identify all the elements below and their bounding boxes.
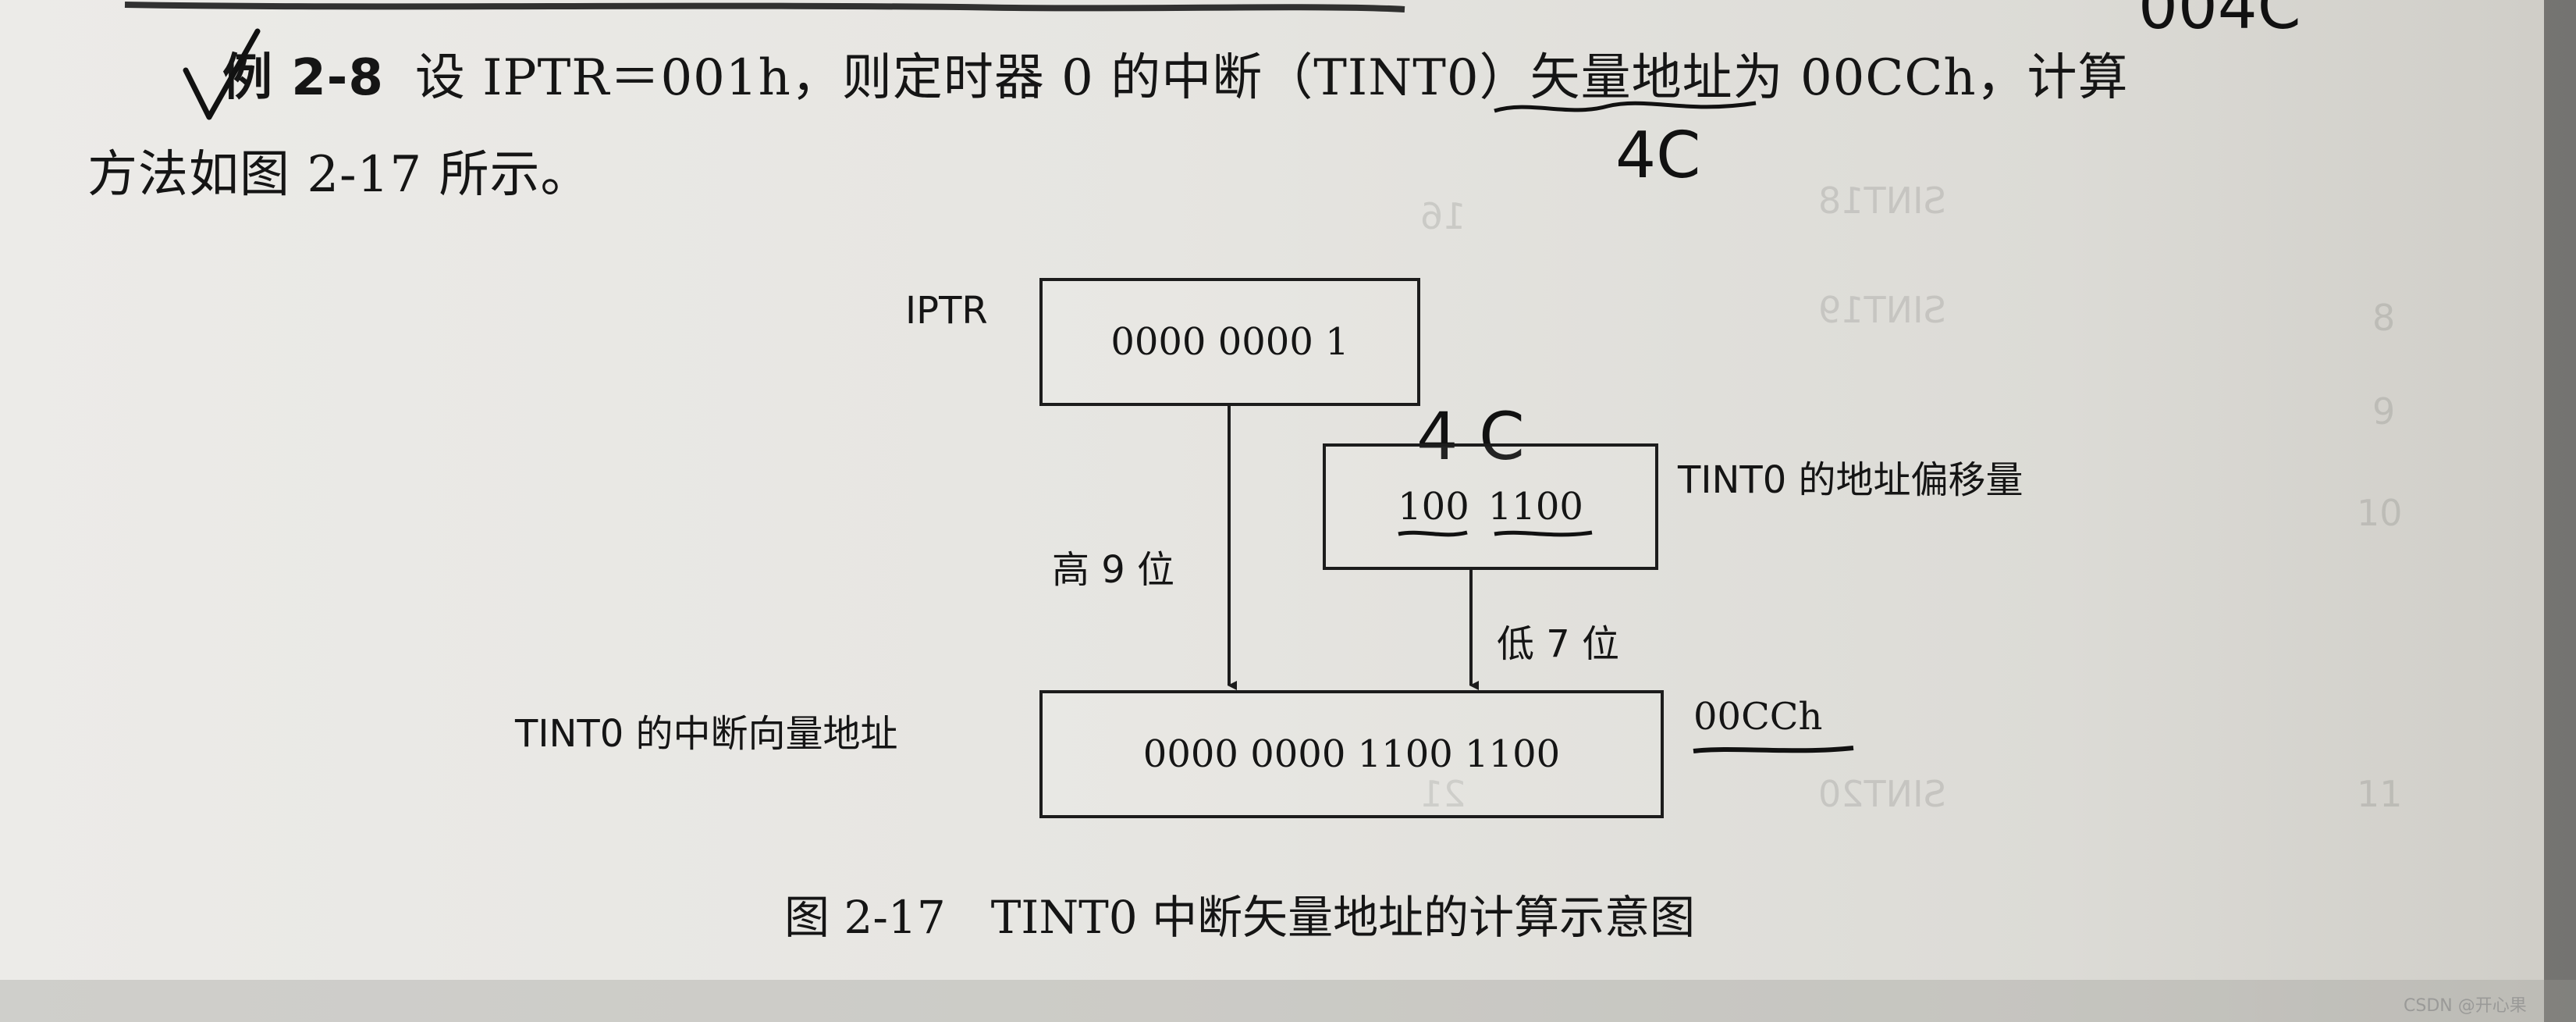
check-mark-icon <box>183 28 261 120</box>
iptr-box: 0000 0000 1 <box>1039 278 1420 406</box>
bleed-through-text: 8 <box>2372 297 2396 339</box>
watermark: CSDN @开心果 <box>2404 996 2527 1016</box>
high-bits-label: 高 9 位 <box>1052 548 1175 592</box>
handwritten-note-offset: 4 C <box>1416 398 1525 475</box>
vector-hex: 00CCh <box>1693 695 1823 739</box>
paragraph-text: 设 IPTR＝001h，则定时器 0 的中断（TINT0）矢量地址为 00CCh… <box>414 49 2129 107</box>
figure-caption: 图 2-17 TINT0 中断矢量地址的计算示意图 <box>784 891 1696 944</box>
tint0-underline <box>1494 101 1757 113</box>
paragraph-line-1: 例 2-8 设 IPTR＝001h，则定时器 0 的中断（TINT0）矢量地址为 … <box>222 37 2129 109</box>
bleed-through-text: 11 <box>2357 773 2403 815</box>
paragraph-line-2: 方法如图 2-17 所示。 <box>87 146 592 204</box>
bleed-through-text: 10 <box>2357 492 2403 534</box>
offset-value-b: 1100 <box>1487 485 1583 529</box>
top-scribble <box>124 2 1405 12</box>
vector-hex-underline <box>1693 746 1854 753</box>
bleed-through-text: 9 <box>2372 390 2396 433</box>
low-bits-label: 低 7 位 <box>1497 622 1620 666</box>
example-label: 例 2-8 <box>222 49 384 107</box>
iptr-label: IPTR <box>905 289 988 333</box>
offset-underline-b <box>1494 530 1593 537</box>
vector-label: TINT0 的中断向量地址 <box>515 712 898 756</box>
vector-value: 0000 0000 1100 1100 <box>1142 732 1561 776</box>
offset-box: 100 1100 <box>1323 443 1658 570</box>
offset-value-a: 100 <box>1398 485 1469 529</box>
handwritten-note-4c: 4C <box>1615 119 1701 193</box>
vector-box: 0000 0000 1100 1100 <box>1039 690 1664 818</box>
offset-label: TINT0 的地址偏移量 <box>1678 458 2023 502</box>
offset-underline-a <box>1398 530 1468 537</box>
iptr-value: 0000 0000 1 <box>1110 320 1349 364</box>
handwritten-note-top-right: 004C <box>2138 0 2301 43</box>
